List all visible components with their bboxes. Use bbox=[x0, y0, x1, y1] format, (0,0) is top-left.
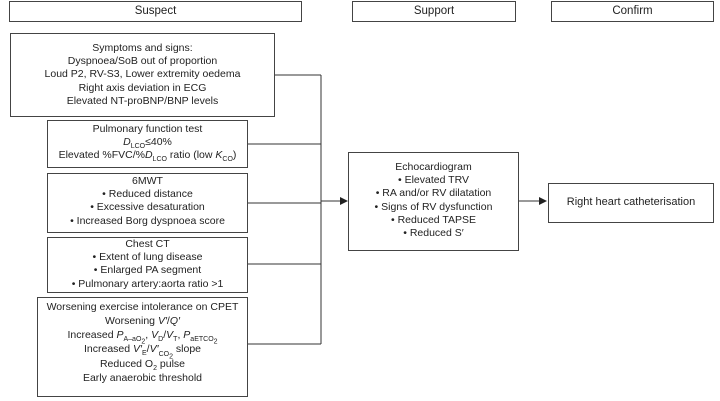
echocardiogram-item: • Reduced TAPSE bbox=[391, 213, 476, 226]
cpet-slope-line: Increased V′E/V′CO2 slope bbox=[83, 343, 202, 360]
chest-ct-title: Chest CT bbox=[125, 238, 170, 250]
cpet-vq-line: Worsening V′/Q′ bbox=[105, 315, 180, 327]
6mwt-item: • Reduced distance bbox=[102, 188, 193, 201]
header-suspect: Suspect bbox=[9, 1, 302, 22]
header-support: Support bbox=[352, 1, 516, 22]
6mwt-box: 6MWT • Reduced distance • Excessive desa… bbox=[47, 173, 248, 233]
cpet-o2-line: Reduced O2 pulse bbox=[99, 357, 186, 373]
rhc-label: Right heart catheterisation bbox=[566, 196, 696, 209]
header-confirm: Confirm bbox=[551, 1, 714, 22]
chest-ct-box: Chest CT • Extent of lung disease • Enla… bbox=[47, 237, 248, 293]
cpet-anaerobic-line: Early anaerobic threshold bbox=[82, 371, 203, 384]
cpet-increased-line: Increased PA–aO2, VD/VT, PaETCO2 bbox=[67, 329, 218, 346]
header-suspect-label: Suspect bbox=[134, 4, 177, 17]
header-confirm-label: Confirm bbox=[612, 4, 653, 17]
chest-ct-item: • Pulmonary artery:aorta ratio >1 bbox=[71, 277, 224, 290]
symptoms-line: Dyspnoea/SoB out of proportion bbox=[67, 55, 218, 68]
echocardiogram-item: • Elevated TRV bbox=[398, 174, 469, 187]
6mwt-item: • Increased Borg dyspnoea score bbox=[70, 214, 225, 227]
cpet-title: Worsening exercise intolerance on CPET bbox=[46, 301, 239, 313]
rhc-box: Right heart catheterisation bbox=[548, 183, 714, 223]
symptoms-line: Elevated NT-proBNP/BNP levels bbox=[66, 94, 219, 107]
echocardiogram-item: • Reduced S′ bbox=[403, 227, 464, 240]
header-support-label: Support bbox=[413, 4, 455, 17]
pft-box: Pulmonary function test DLCO≤40% Elevate… bbox=[47, 120, 248, 168]
echocardiogram-item: • Signs of RV dysfunction bbox=[374, 200, 493, 213]
pft-dlco-line: DLCO≤40% bbox=[123, 136, 172, 151]
echocardiogram-item: • RA and/or RV dilatation bbox=[375, 187, 492, 200]
symptoms-title: Symptoms and signs: bbox=[92, 42, 193, 54]
chest-ct-item: • Extent of lung disease bbox=[92, 251, 203, 264]
chest-ct-item: • Enlarged PA segment bbox=[93, 264, 202, 277]
symptoms-box: Symptoms and signs: Dyspnoea/SoB out of … bbox=[10, 33, 275, 117]
pft-ratio-line: Elevated %FVC/%DLCO ratio (low KCO) bbox=[58, 149, 237, 164]
cpet-box: Worsening exercise intolerance on CPET W… bbox=[37, 297, 248, 397]
symptoms-line: Right axis deviation in ECG bbox=[78, 81, 207, 94]
6mwt-item: • Excessive desaturation bbox=[90, 201, 205, 214]
echocardiogram-box: Echocardiogram • Elevated TRV • RA and/o… bbox=[348, 152, 519, 251]
6mwt-title: 6MWT bbox=[132, 175, 163, 187]
echocardiogram-title: Echocardiogram bbox=[395, 161, 472, 173]
pft-title: Pulmonary function test bbox=[92, 123, 203, 135]
symptoms-line: Loud P2, RV-S3, Lower extremity oedema bbox=[44, 68, 241, 81]
